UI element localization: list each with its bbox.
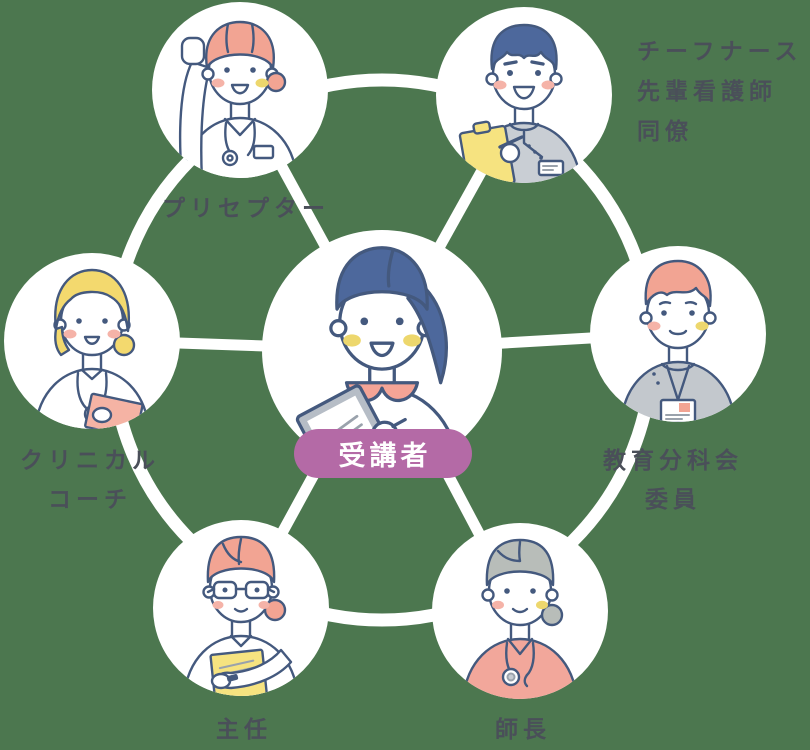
face [211,67,269,95]
hair-lock [54,325,71,357]
blush [343,334,361,347]
crew-neck [660,362,696,372]
hand [210,672,232,690]
brows [503,60,545,66]
hair-lines [496,540,522,563]
blush [647,321,661,331]
hair [644,259,712,308]
blush [212,601,224,609]
chief-nurse-illustration [458,23,582,183]
smile [511,607,529,614]
node-chief-nurse [436,7,612,183]
ear [481,588,495,602]
node-preceptor [152,2,328,178]
label-education-committee: 教育分科会 委員 [603,448,743,513]
raised-arm [178,60,212,178]
smile [668,329,688,336]
label-shicho: 師長 [495,717,551,743]
chest-badge [252,144,275,160]
hair [485,538,555,587]
torso [462,637,578,699]
face [343,317,421,358]
hair-cap [205,20,275,70]
brows [658,301,698,306]
smile [230,83,250,95]
ear [329,319,348,338]
node-education-committee [590,246,766,422]
fist [180,36,206,66]
blush [255,78,269,88]
torso [620,360,736,422]
label-shunin: 主任 [216,717,272,743]
ear [639,311,653,325]
hair-bun [112,333,136,357]
blush [211,78,225,88]
shunin-illustration [183,535,299,696]
clinical-coach-illustration [34,268,150,429]
ear [549,72,563,86]
ear [703,311,717,325]
blush [63,329,77,339]
hair-bun [263,598,287,622]
trainee-badge-label: 受講者 [338,441,432,472]
smile [233,607,249,613]
v-neck [223,117,257,137]
hair [54,268,130,333]
label-preceptor: プリセプター [162,196,330,222]
ear [485,72,499,86]
blush [403,334,421,347]
v-neck [506,637,534,656]
face [492,588,548,614]
id-card-photo [679,403,690,412]
smile [369,341,395,358]
committee-member-illustration [620,259,736,422]
finger [391,417,407,428]
blush [695,321,709,331]
node-shunin [153,520,329,696]
blush [493,80,507,90]
face [63,318,121,345]
label-chief-nurse-group: チーフナース 先輩看護師 同僚 [637,39,803,145]
hair [335,246,429,311]
face [647,301,709,336]
cap-seams [225,22,255,54]
pen [498,135,524,149]
hand [91,406,113,424]
blush [107,329,121,339]
ponytail [406,282,448,385]
name-patch [537,159,565,177]
hair-part [221,537,243,566]
collar [80,368,104,381]
blush [541,80,555,90]
ear [201,67,215,81]
ear [545,588,559,602]
hair [490,23,558,71]
preceptor-illustration [178,20,298,178]
shicho-illustration [462,538,578,699]
hair-bun [540,603,564,627]
blush [492,600,504,610]
smile [512,85,536,100]
collar [508,122,540,132]
stethoscope [221,121,256,167]
watch [226,673,239,682]
node-shicho [432,523,608,699]
hair-bun [265,71,287,93]
blush [258,601,270,609]
blush [536,600,548,610]
collar [229,634,253,648]
node-clinical-coach [4,253,180,429]
smile [83,335,101,345]
stethoscope [501,641,535,688]
lanyard [659,364,697,422]
face [212,587,270,613]
trainee-badge: 受講者 [294,429,472,478]
hair-strand [386,248,395,288]
label-clinical-coach: クリニカル コーチ [20,448,160,513]
face [493,60,555,100]
